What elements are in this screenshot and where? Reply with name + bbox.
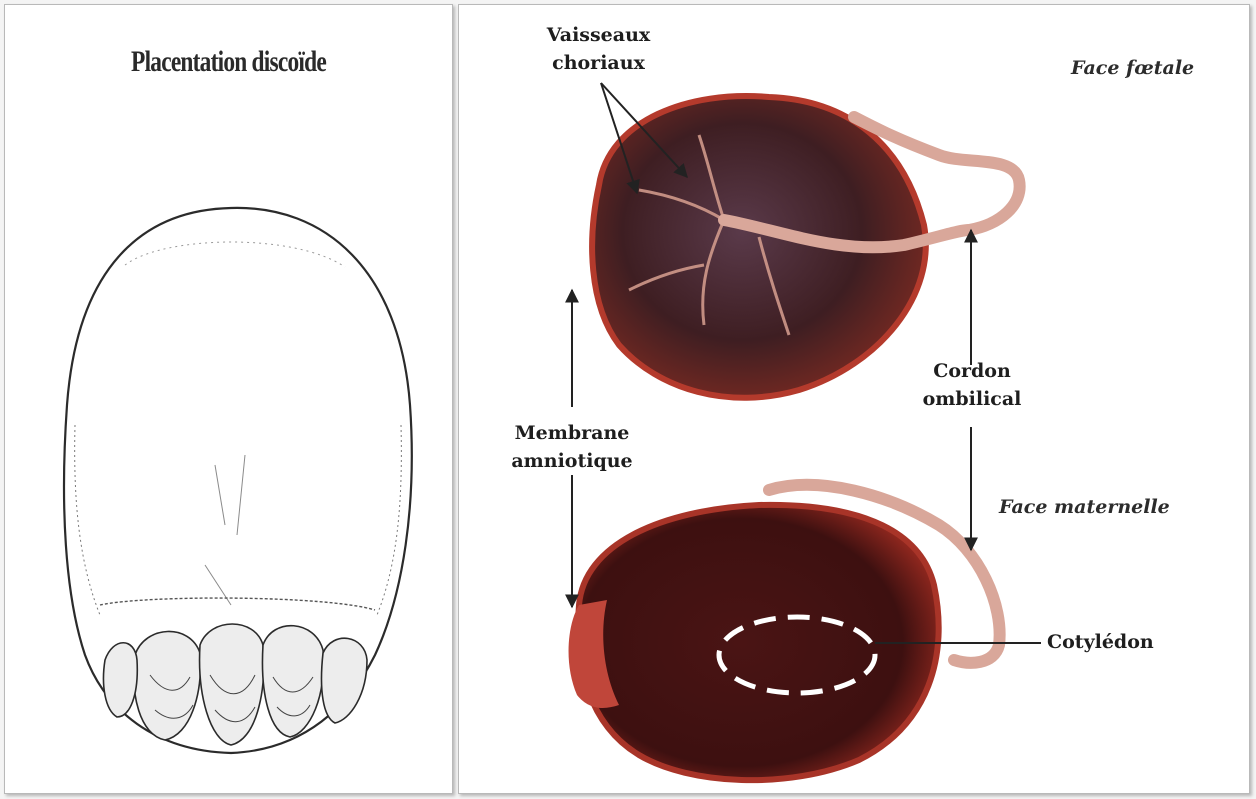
label-cotyledon: Cotylédon [1047, 628, 1154, 656]
label-vaisseaux-line1: Vaisseaux [511, 21, 686, 49]
sketch-panel: Placentation discoïde [4, 4, 453, 794]
label-face-foetale: Face fœtale [1071, 57, 1194, 79]
fetal-face-placenta [592, 96, 1020, 398]
maternal-face-placenta [569, 485, 1000, 780]
discoid-placenta-sketch [5, 5, 452, 793]
label-cordon-line1: Cordon [887, 357, 1057, 385]
label-face-maternelle: Face maternelle [999, 496, 1170, 518]
photo-panel: Vaisseaux choriaux Face fœtale Cordon om… [458, 4, 1250, 794]
label-vaisseaux-line2: choriaux [511, 49, 686, 77]
label-vaisseaux-choriaux: Vaisseaux choriaux [511, 21, 686, 77]
label-cordon-ombilical: Cordon ombilical [887, 357, 1057, 413]
label-membrane-line2: amniotique [487, 447, 657, 475]
label-membrane-line1: Membrane [487, 419, 657, 447]
placenta-illustration [459, 5, 1249, 793]
label-cordon-line2: ombilical [887, 385, 1057, 413]
label-membrane-amniotique: Membrane amniotique [487, 419, 657, 475]
